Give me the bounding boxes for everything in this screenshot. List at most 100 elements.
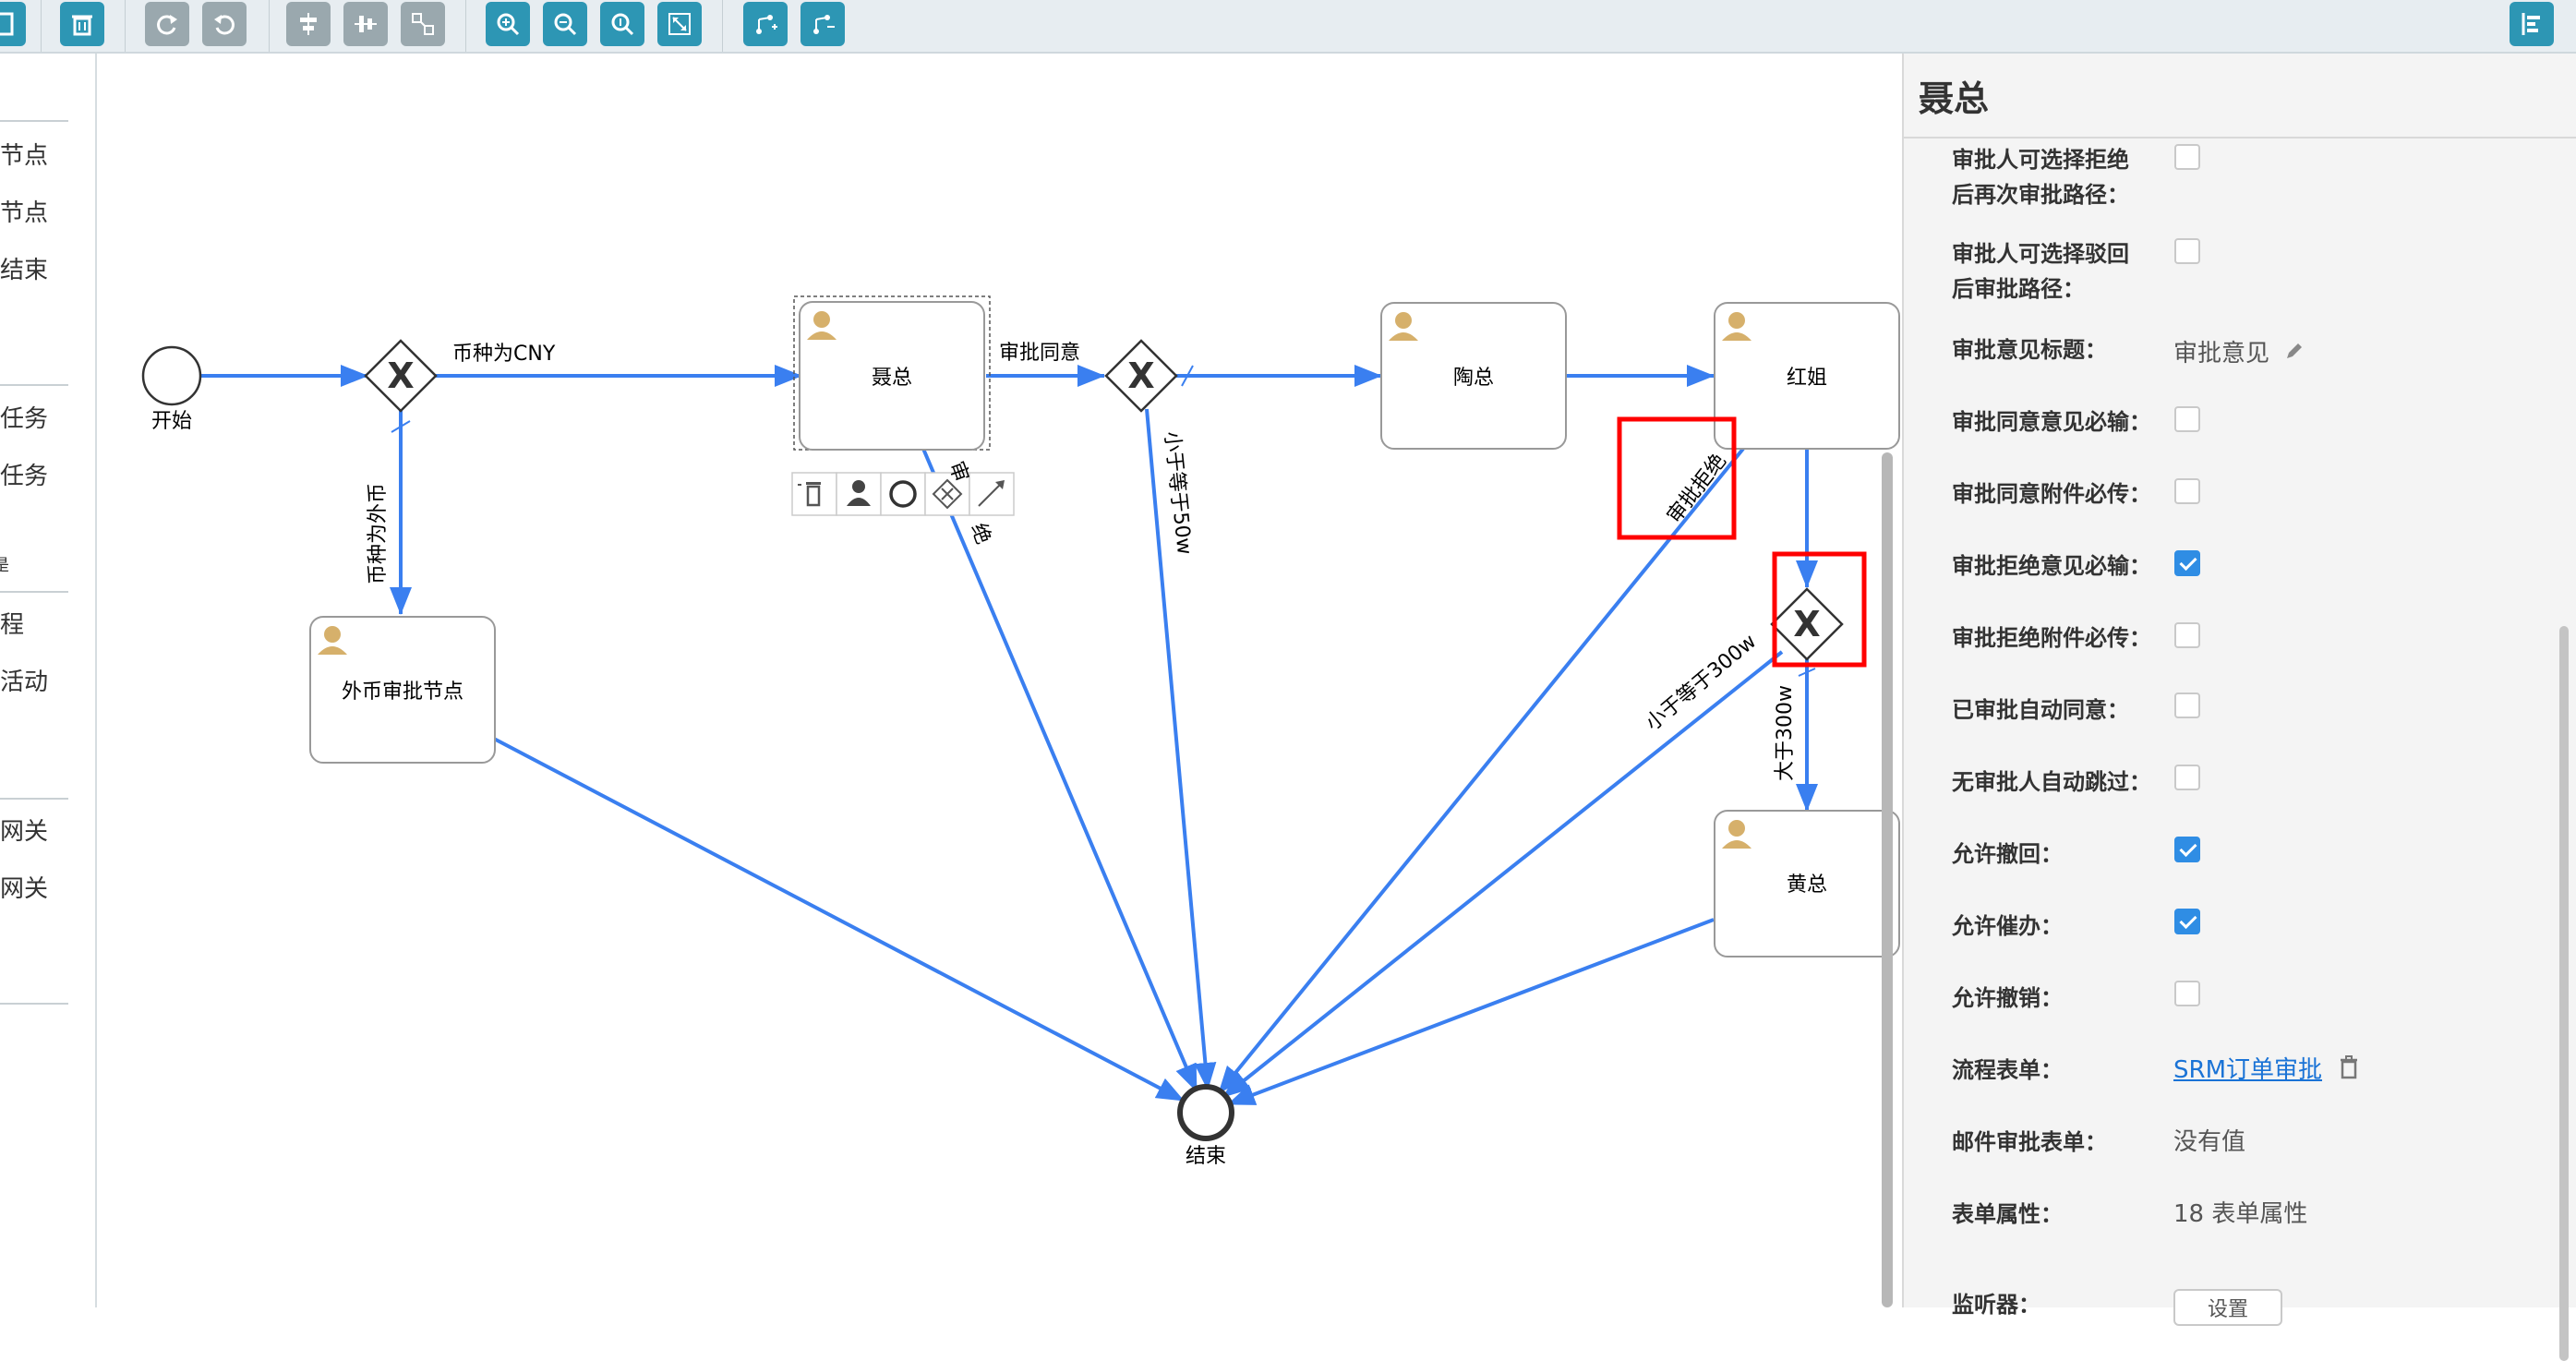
task-label: 黄总 [1787, 873, 1827, 897]
listener-settings-button[interactable]: 设置 [2173, 1289, 2282, 1326]
task-huangzong[interactable]: 黄总 [1714, 810, 1900, 958]
prop-label: 审批同意意见必输： [1952, 409, 2151, 435]
redo-icon[interactable] [145, 2, 189, 46]
task-taozong[interactable]: 陶总 [1380, 302, 1567, 450]
edge-hongjie-reject-to-end[interactable] [1217, 447, 1745, 1095]
prop-label: 已审批自动同意： [1952, 697, 2129, 723]
task-hongjie[interactable]: 红姐 [1714, 302, 1900, 450]
toolbar-separator [465, 0, 466, 52]
align-horizontal-icon[interactable] [286, 2, 331, 46]
exclusive-gateway-2[interactable]: X [1104, 339, 1178, 413]
user-icon [807, 311, 837, 340]
prop-label: 允许催办： [1952, 913, 2063, 939]
zoom-fit-icon[interactable] [657, 2, 702, 46]
properties-panel: 聂总 审批人可选择拒绝 后再次审批路径： 审批人可选择驳回 后审批路径： 审批意… [1902, 54, 2576, 1361]
delete-icon[interactable] [60, 2, 104, 46]
prop-checkbox-auto-skip[interactable] [2174, 765, 2200, 790]
trash-icon[interactable] [2339, 1055, 2359, 1086]
prop-label: 审批人可选择驳回 [1952, 241, 2129, 267]
prop-checkbox-return-path[interactable] [2174, 238, 2200, 264]
zoom-out-icon[interactable] [543, 2, 587, 46]
context-end-event-icon[interactable] [880, 472, 926, 516]
start-label: 开始 [151, 410, 192, 433]
task-niezong[interactable]: 聂总 [793, 295, 991, 451]
palette-item[interactable]: 结束 [0, 257, 49, 284]
task-label: 红姐 [1787, 367, 1827, 390]
toolbar-separator [269, 0, 270, 52]
diagram-canvas[interactable]: 开始 结束 X X X 聂总 [97, 54, 1902, 1307]
prop-checkbox-approve-attachment-required[interactable] [2174, 478, 2200, 504]
gateway-symbol: X [1127, 355, 1154, 396]
start-event[interactable] [141, 345, 202, 406]
highlight-box [1617, 416, 1737, 540]
prop-label: 流程表单： [1952, 1057, 2063, 1083]
edge-label-approve: 审批同意 [999, 342, 1080, 365]
context-user-task-icon[interactable] [836, 472, 882, 516]
undo-icon[interactable] [202, 2, 247, 46]
palette-item[interactable]: 网关 [0, 818, 49, 846]
edge-waibi-to-end[interactable] [493, 737, 1185, 1102]
prop-checkbox-reject-attachment-required[interactable] [2174, 622, 2200, 648]
palette-sidebar: 节点 节点 结束 任务 任务 是 程 活动 网关 网关 [0, 54, 97, 1307]
prop-checkbox-allow-urge[interactable] [2174, 909, 2200, 934]
task-waibi[interactable]: 外币审批节点 [309, 616, 496, 764]
prop-label: 审批拒绝附件必传： [1952, 625, 2151, 651]
prop-checkbox-approve-opinion-required[interactable] [2174, 406, 2200, 432]
palette-item[interactable]: 是 [0, 556, 9, 575]
add-bendpoint-icon[interactable] [743, 2, 788, 46]
zoom-in-icon[interactable] [486, 2, 530, 46]
prop-checkbox-allow-withdraw[interactable] [2174, 837, 2200, 862]
same-size-icon[interactable] [401, 2, 445, 46]
context-delete-icon[interactable] [791, 472, 837, 516]
palette-item[interactable]: 网关 [0, 875, 49, 903]
edge-reject-to-end[interactable] [921, 448, 1198, 1092]
default-flow-marker [1798, 668, 1816, 677]
prop-label: 表单属性： [1952, 1201, 2063, 1227]
user-icon [1389, 312, 1418, 341]
palette-divider [0, 798, 68, 800]
exclusive-gateway-1[interactable]: X [364, 339, 438, 413]
user-icon [318, 626, 347, 655]
end-label: 结束 [1186, 1145, 1226, 1168]
palette-item[interactable]: 节点 [0, 142, 49, 170]
panel-scrollbar[interactable] [2559, 626, 2569, 1361]
save-icon[interactable] [0, 2, 26, 46]
default-flow-marker [1181, 365, 1194, 387]
palette-item[interactable]: 任务 [0, 463, 49, 490]
toolbar [0, 0, 2576, 54]
prop-label: 邮件审批表单： [1952, 1129, 2107, 1155]
bpmn-diagram[interactable]: 开始 结束 X X X 聂总 [97, 54, 1902, 1307]
zoom-actual-icon[interactable] [600, 2, 644, 46]
panel-divider [1904, 137, 2576, 139]
align-vertical-icon[interactable] [343, 2, 388, 46]
prop-checkbox-reject-opinion-required[interactable] [2174, 550, 2200, 576]
remove-bendpoint-icon[interactable] [800, 2, 845, 46]
toolbar-separator [722, 0, 723, 52]
edge-lte300-to-end[interactable] [1222, 650, 1784, 1099]
exclusive-gateway-3[interactable]: X [1770, 587, 1844, 661]
gateway-symbol: X [387, 355, 414, 396]
palette-item[interactable]: 程 [0, 611, 25, 639]
prop-checkbox-reject-path[interactable] [2174, 144, 2200, 170]
prop-value-form-props: 18 表单属性 [2173, 1200, 2308, 1228]
edge-label-lt50: 小于等于50w [1160, 430, 1196, 556]
prop-label: 无审批人自动跳过： [1952, 769, 2151, 795]
edit-pencil-icon[interactable] [2284, 340, 2305, 367]
edge-huangzong-to-end[interactable] [1227, 918, 1715, 1106]
end-event[interactable] [1177, 1084, 1234, 1141]
prop-checkbox-auto-approve[interactable] [2174, 693, 2200, 718]
palette-item[interactable]: 任务 [0, 405, 49, 433]
prop-label: 后再次审批路径： [1952, 182, 2129, 208]
palette-item[interactable]: 活动 [0, 668, 49, 696]
prop-label: 允许撤回： [1952, 841, 2063, 867]
prop-value-opinion-title[interactable]: 审批意见 [2173, 334, 2305, 368]
toggle-panel-icon[interactable] [2510, 2, 2554, 46]
prop-label: 监听器： [1952, 1292, 2040, 1318]
prop-checkbox-allow-revoke[interactable] [2174, 981, 2200, 1006]
prop-label: 审批人可选择拒绝 [1952, 147, 2129, 173]
flow-form-link[interactable]: SRM订单审批 [2173, 1056, 2323, 1084]
edge-lt50-to-end[interactable] [1145, 408, 1217, 1090]
prop-value-text: 审批意见 [2173, 340, 2270, 367]
canvas-scrollbar[interactable] [1882, 452, 1893, 1307]
palette-item[interactable]: 节点 [0, 199, 49, 227]
